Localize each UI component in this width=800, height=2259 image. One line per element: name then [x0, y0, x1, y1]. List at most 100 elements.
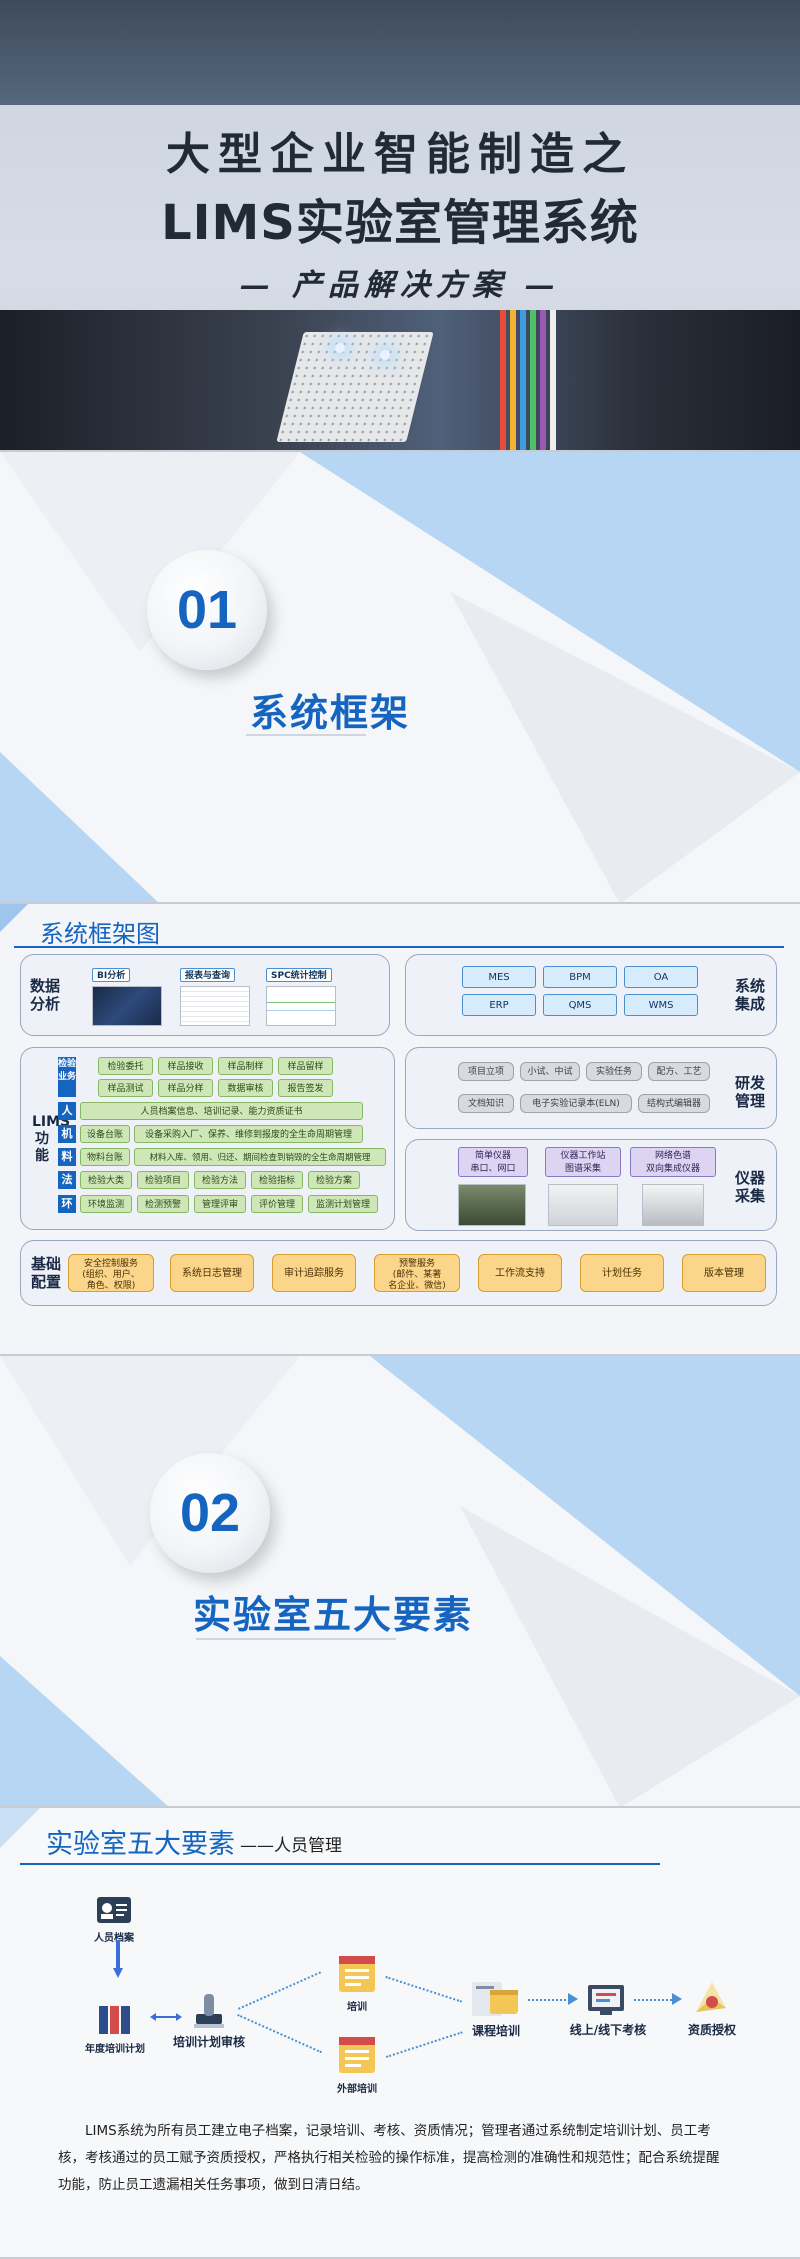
section-title: 实验室五大要素 — [193, 1593, 474, 1637]
corner-decoration — [0, 1808, 40, 1848]
flow-connector — [237, 2014, 323, 2054]
row-key-method: 法 — [58, 1171, 76, 1189]
version-management: 版本管理 — [682, 1254, 766, 1292]
row-key-person: 人 — [58, 1102, 76, 1120]
environment-item: 监测计划管理 — [308, 1195, 378, 1213]
instrument-simple: 简单仪器 串口、网口 — [458, 1147, 528, 1177]
business-item: 样品接收 — [158, 1057, 213, 1075]
node-course-label: 课程培训 — [471, 2024, 520, 2038]
section-slide-02: 02 实验室五大要素 — [0, 1356, 800, 1808]
section-number: 01 — [147, 550, 267, 670]
simple-instrument-photo — [458, 1184, 526, 1226]
flow-connector — [528, 1999, 574, 2001]
business-item: 样品留样 — [278, 1057, 333, 1075]
business-item: 报告签发 — [278, 1079, 333, 1097]
person-item: 人员档案信息、培训记录、能力资质证书 — [80, 1102, 363, 1120]
alert-service: 预警服务 (邮件、某著 名企业、微信) — [374, 1254, 460, 1292]
method-item: 检验项目 — [137, 1171, 189, 1189]
chromatograph-photo — [642, 1184, 704, 1226]
flow-connector — [634, 1999, 676, 2001]
exam-icon — [588, 1985, 624, 2015]
instrument-workstation: 仪器工作站 图谱采集 — [545, 1147, 621, 1177]
workflow-support: 工作流支持 — [478, 1254, 562, 1292]
arrow-right-icon — [568, 1993, 578, 2005]
rd-item: 项目立项 — [458, 1062, 514, 1081]
corner-decoration — [0, 904, 28, 932]
slide-subtitle: ——人员管理 — [240, 1836, 342, 1856]
rd-item: 实验任务 — [586, 1062, 642, 1081]
report-thumbnail — [180, 986, 250, 1026]
scheduled-tasks: 计划任务 — [580, 1254, 664, 1292]
title-underline — [20, 1863, 660, 1865]
background-polygons — [0, 1356, 800, 1806]
row-key-machine: 机 — [58, 1125, 76, 1143]
node-plan-review-label: 培训计划审核 — [173, 2035, 246, 2049]
material-item: 物料台账 — [80, 1148, 130, 1166]
log-management: 系统日志管理 — [170, 1254, 254, 1292]
wire-purple — [540, 310, 546, 450]
wire-yellow — [510, 310, 516, 450]
personnel-slide: 实验室五大要素 ——人员管理 人员档案 年度培训计划 培训计划审核 培训 外部培… — [0, 1808, 800, 2259]
security-service: 安全控制服务 (组织、用户、 角色、权限) — [68, 1254, 154, 1292]
node-annual-plan-label: 年度培训计划 — [85, 2044, 145, 2055]
method-item: 检验方法 — [194, 1171, 246, 1189]
led-light — [380, 350, 390, 360]
section-title: 系统框架 — [250, 691, 411, 735]
integration-item-qms: QMS — [543, 994, 617, 1016]
row-key-environment: 环 — [58, 1195, 76, 1213]
environment-item: 评价管理 — [251, 1195, 303, 1213]
audit-trail-service: 审计追踪服务 — [272, 1254, 356, 1292]
wire-white — [550, 310, 556, 450]
business-item: 检验委托 — [98, 1057, 153, 1075]
led-light — [335, 343, 345, 353]
cover-slide: 大型企业智能制造之 LIMS实验室管理系统 — 产品解决方案 — — [0, 0, 800, 452]
method-item: 检验方案 — [308, 1171, 360, 1189]
flow-connector — [385, 1976, 463, 2003]
rd-item: 电子实验记录本(ELN) — [520, 1094, 632, 1113]
bi-tag: BI分析 — [92, 968, 131, 982]
section-number: 02 — [150, 1453, 270, 1573]
description-paragraph: LIMS系统为所有员工建立电子档案，记录培训、考核、资质情况；管理者通过系统制定… — [58, 2123, 720, 2193]
instrument-network: 网络色谱 双向集成仪器 — [630, 1147, 716, 1177]
cover-title-line1: 大型企业智能制造之 — [166, 129, 634, 180]
divider — [246, 734, 366, 736]
slide-title: 实验室五大要素 — [46, 1829, 235, 1860]
rd-management-label: 研发 管理 — [734, 1074, 765, 1110]
system-integration-label: 系统 集成 — [734, 977, 765, 1013]
wire-red — [500, 310, 506, 450]
rd-management-panel — [405, 1047, 777, 1129]
material-item: 材料入库、领用、归还、期间检查到销毁的全生命周期管理 — [134, 1148, 386, 1166]
cover-title-line2: LIMS实验室管理系统 — [161, 195, 639, 251]
environment-item: 管理评审 — [194, 1195, 246, 1213]
wire-blue — [520, 310, 526, 450]
business-item: 数据审核 — [218, 1079, 273, 1097]
rd-item: 配方、工艺 — [648, 1062, 710, 1081]
breadboard-image — [276, 332, 434, 442]
title-band — [0, 105, 800, 310]
base-config-label: 基础 配置 — [30, 1255, 61, 1291]
node-exam-label: 线上/线下考核 — [569, 2023, 647, 2037]
business-item: 样品制样 — [218, 1057, 273, 1075]
course-training-icon — [472, 1982, 518, 2016]
data-analysis-label: 数据 分析 — [29, 977, 60, 1013]
rd-item: 文档知识 — [458, 1094, 514, 1113]
node-training-label: 培训 — [347, 2002, 367, 2013]
report-tag: 报表与查询 — [180, 968, 236, 982]
business-label: 检验业务 — [58, 1057, 76, 1097]
business-item: 样品测试 — [98, 1079, 153, 1097]
spc-tag: SPC统计控制 — [266, 968, 332, 982]
cover-subtitle: — 产品解决方案 — — [239, 268, 561, 303]
node-archive-label: 人员档案 — [94, 1933, 134, 1944]
integration-item-mes: MES — [462, 966, 536, 988]
framework-slide: 系统框架图 数据 分析 BI分析 报表与查询 SPC统计控制 MES BPM O… — [0, 904, 800, 1356]
instrument-label: 仪器 采集 — [734, 1169, 765, 1205]
row-key-material: 料 — [58, 1148, 76, 1166]
rd-item: 小试、中试 — [520, 1062, 580, 1081]
node-external-training-label: 外部培训 — [337, 2084, 377, 2095]
title-underline — [14, 946, 784, 948]
flow-connector — [386, 2031, 463, 2058]
certificate-icon — [696, 1982, 726, 2012]
id-card-icon — [97, 1897, 131, 1923]
node-qualification-label: 资质授权 — [687, 2023, 736, 2037]
environment-item: 检测预警 — [137, 1195, 189, 1213]
